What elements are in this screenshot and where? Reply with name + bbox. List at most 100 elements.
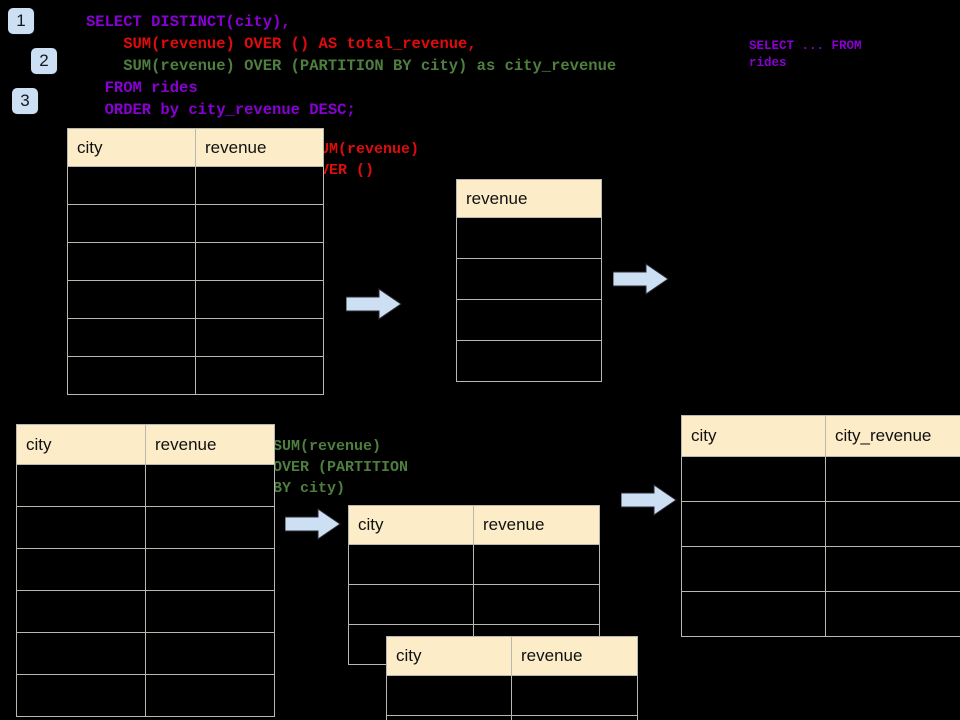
table-cell — [16, 548, 146, 591]
table-cell — [145, 506, 275, 549]
column-header-revenue: revenue — [145, 424, 275, 465]
column-header-city: city — [67, 128, 196, 167]
table-cell — [681, 591, 826, 637]
table-cell — [145, 548, 275, 591]
table-cell — [16, 632, 146, 675]
table-cell — [456, 340, 602, 382]
table-cell — [16, 590, 146, 633]
table-row — [16, 674, 275, 717]
table-row — [681, 591, 960, 637]
table-cell — [511, 675, 638, 716]
table-header-row: city revenue — [67, 128, 324, 167]
table-row — [456, 258, 602, 300]
table-cell — [67, 242, 196, 281]
step-badge-1: 1 — [8, 8, 34, 34]
table-cell — [145, 632, 275, 675]
column-header-city: city — [16, 424, 146, 465]
step-badge-3: 3 — [12, 88, 38, 114]
table-row — [16, 464, 275, 507]
table-header-row: revenue — [456, 179, 602, 218]
table-row — [16, 548, 275, 591]
table-header-row: city revenue — [348, 505, 600, 545]
rides-source-table-bottom: city revenue — [16, 424, 275, 717]
table-cell — [195, 242, 324, 281]
column-header-revenue: revenue — [195, 128, 324, 167]
table-cell — [67, 166, 196, 205]
column-header-revenue: revenue — [456, 179, 602, 218]
column-header-city: city — [386, 636, 512, 676]
table-cell — [195, 280, 324, 319]
table-cell — [386, 675, 512, 716]
total-revenue-table: revenue — [456, 179, 602, 382]
table-cell — [348, 584, 474, 625]
table-cell — [145, 590, 275, 633]
table-row — [67, 166, 324, 205]
table-row — [386, 715, 638, 720]
table-header-row: city revenue — [16, 424, 275, 465]
annotation-sum-over-empty: SUM(revenue) OVER () — [311, 141, 420, 179]
sql-line-select: SELECT DISTINCT(city), — [86, 13, 291, 31]
table-cell — [67, 356, 196, 395]
annotation-select-from: SELECT ... FROM rides — [749, 39, 862, 70]
table-row — [67, 318, 324, 357]
table-cell — [348, 544, 474, 585]
table-cell — [16, 464, 146, 507]
table-cell — [825, 501, 960, 547]
sql-line-order-by: ORDER by city_revenue DESC; — [86, 101, 356, 119]
step-badge-2: 2 — [31, 48, 57, 74]
column-header-city: city — [348, 505, 474, 545]
table-row — [16, 506, 275, 549]
rides-source-table-top: city revenue — [67, 128, 324, 395]
table-row — [348, 544, 600, 585]
result-table: city city_revenue — [681, 415, 960, 637]
partition-table-front: city revenue — [386, 636, 638, 720]
table-cell — [473, 544, 600, 585]
table-cell — [825, 456, 960, 502]
table-cell — [681, 456, 826, 502]
table-cell — [195, 356, 324, 395]
table-cell — [16, 506, 146, 549]
table-cell — [825, 546, 960, 592]
table-cell — [473, 584, 600, 625]
arrow-partition-to-result — [620, 484, 677, 516]
table-cell — [195, 166, 324, 205]
table-cell — [681, 546, 826, 592]
column-header-city-revenue: city_revenue — [825, 415, 960, 457]
table-cell — [145, 674, 275, 717]
annotation-sum-over-partition: SUM(revenue) OVER (PARTITION BY city) — [273, 438, 409, 497]
arrow-source-to-total — [345, 288, 402, 320]
table-row — [348, 584, 600, 625]
column-header-city: city — [681, 415, 826, 457]
table-cell — [195, 318, 324, 357]
table-header-row: city revenue — [386, 636, 638, 676]
arrow-total-to-result — [612, 263, 669, 295]
table-row — [67, 280, 324, 319]
table-row — [386, 675, 638, 716]
table-row — [456, 299, 602, 341]
table-row — [681, 546, 960, 592]
table-row — [16, 632, 275, 675]
table-row — [681, 501, 960, 547]
table-row — [67, 242, 324, 281]
table-row — [16, 590, 275, 633]
sql-line-city-revenue: SUM(revenue) OVER (PARTITION BY city) as… — [86, 57, 617, 75]
table-cell — [456, 258, 602, 300]
table-cell — [145, 464, 275, 507]
column-header-revenue: revenue — [511, 636, 638, 676]
table-row — [681, 456, 960, 502]
table-cell — [67, 318, 196, 357]
table-header-row: city city_revenue — [681, 415, 960, 457]
table-cell — [511, 715, 638, 720]
table-cell — [456, 217, 602, 259]
sql-line-total-revenue: SUM(revenue) OVER () AS total_revenue, — [86, 35, 477, 53]
column-header-revenue: revenue — [473, 505, 600, 545]
table-cell — [825, 591, 960, 637]
table-row — [67, 356, 324, 395]
table-cell — [16, 674, 146, 717]
table-row — [67, 204, 324, 243]
table-cell — [386, 715, 512, 720]
table-cell — [195, 204, 324, 243]
table-cell — [456, 299, 602, 341]
sql-line-from: FROM rides — [86, 79, 198, 97]
